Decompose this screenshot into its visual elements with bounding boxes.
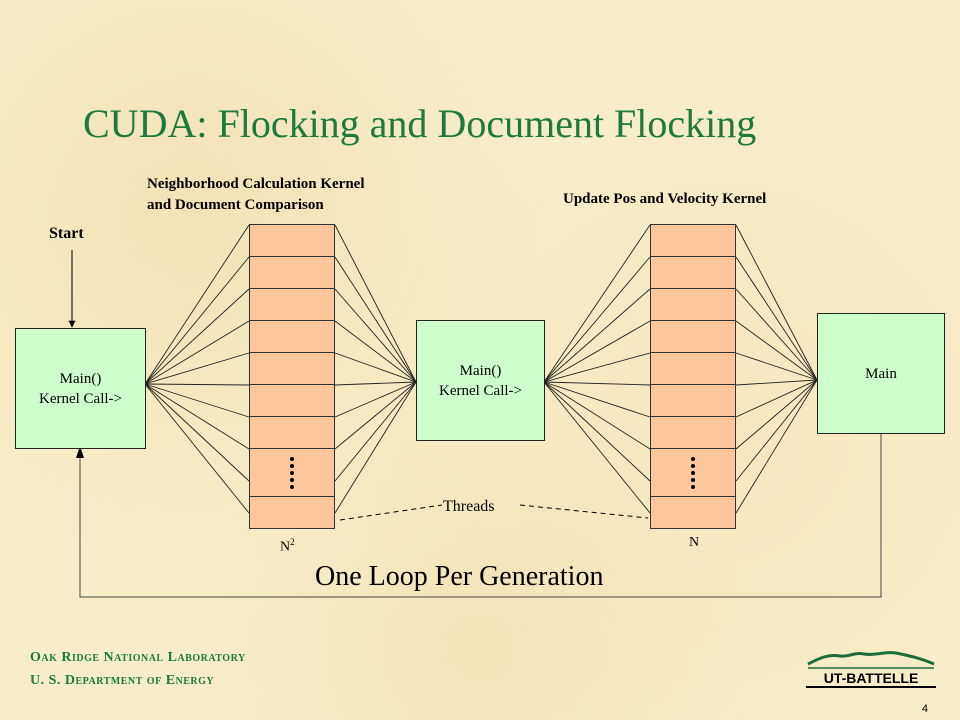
fan-threads1-to-main2: [334, 224, 417, 514]
threads-pointer-right: [519, 504, 649, 519]
loop-label: One Loop Per Generation: [315, 561, 604, 592]
main-box-1-line1: Main(): [59, 370, 102, 387]
footer-dept: U. S. Department of Energy: [30, 673, 215, 688]
thread-cell: [650, 496, 736, 529]
threads-label: Threads: [443, 498, 495, 515]
fan-main2-to-threads2: [543, 224, 651, 514]
thread-cell: [249, 256, 335, 288]
main-box-1: Main() Kernel Call->: [15, 328, 146, 449]
thread-cell: [650, 384, 736, 416]
kernel1-label-line2: and Document Comparison: [147, 197, 324, 213]
n-label: N: [689, 535, 700, 550]
loop-path: [79, 433, 882, 598]
main-box-3-label: Main: [865, 365, 897, 382]
main-box-1-line2: Kernel Call->: [38, 390, 122, 407]
n-squared-label: N2: [280, 537, 295, 556]
kernel1-label-line1: Neighborhood Calculation Kernel: [147, 176, 365, 192]
vertical-ellipsis-icon: [290, 456, 294, 489]
ut-battelle-logo: UT-BATTELLE: [806, 651, 936, 688]
thread-cell: [249, 320, 335, 352]
main-box-2-line2: Kernel Call->: [438, 382, 522, 399]
fan-main1-to-threads1: [144, 224, 250, 514]
main-box-3: Main: [817, 313, 945, 434]
threads-pointer-left: [339, 504, 443, 521]
thread-cell: [650, 224, 736, 256]
thread-cell: [650, 288, 736, 320]
thread-cell: [650, 256, 736, 288]
kernel2-label: Update Pos and Velocity Kernel: [563, 191, 767, 207]
slide-title: CUDA: Flocking and Document Flocking: [83, 101, 757, 146]
thread-cell: [249, 496, 335, 529]
thread-column-2: [650, 224, 736, 529]
footer-org: Oak Ridge National Laboratory: [30, 650, 246, 665]
loop-arrowhead: [76, 446, 84, 458]
kernel1-label: Neighborhood Calculation Kernel and Docu…: [147, 174, 365, 216]
thread-cell: [650, 352, 736, 384]
thread-ellipsis-cell: [249, 448, 335, 496]
n-squared-base: N: [280, 539, 291, 555]
thread-column-1: [249, 224, 335, 529]
thread-cell: [249, 416, 335, 448]
n-squared-exponent: 2: [290, 537, 295, 547]
thread-cell: [249, 352, 335, 384]
main-box-2-line1: Main(): [459, 362, 502, 379]
fan-threads2-to-main3: [735, 224, 818, 514]
main-box-2: Main() Kernel Call->: [416, 320, 545, 441]
thread-cell: [249, 384, 335, 416]
page-number: 4: [921, 703, 928, 715]
svg-text:UT-BATTELLE: UT-BATTELLE: [824, 670, 919, 686]
thread-cell: [650, 416, 736, 448]
thread-cell: [249, 288, 335, 320]
thread-cell: [650, 320, 736, 352]
thread-ellipsis-cell: [650, 448, 736, 496]
start-label: Start: [49, 225, 84, 242]
thread-cell: [249, 224, 335, 256]
vertical-ellipsis-icon: [691, 456, 695, 489]
